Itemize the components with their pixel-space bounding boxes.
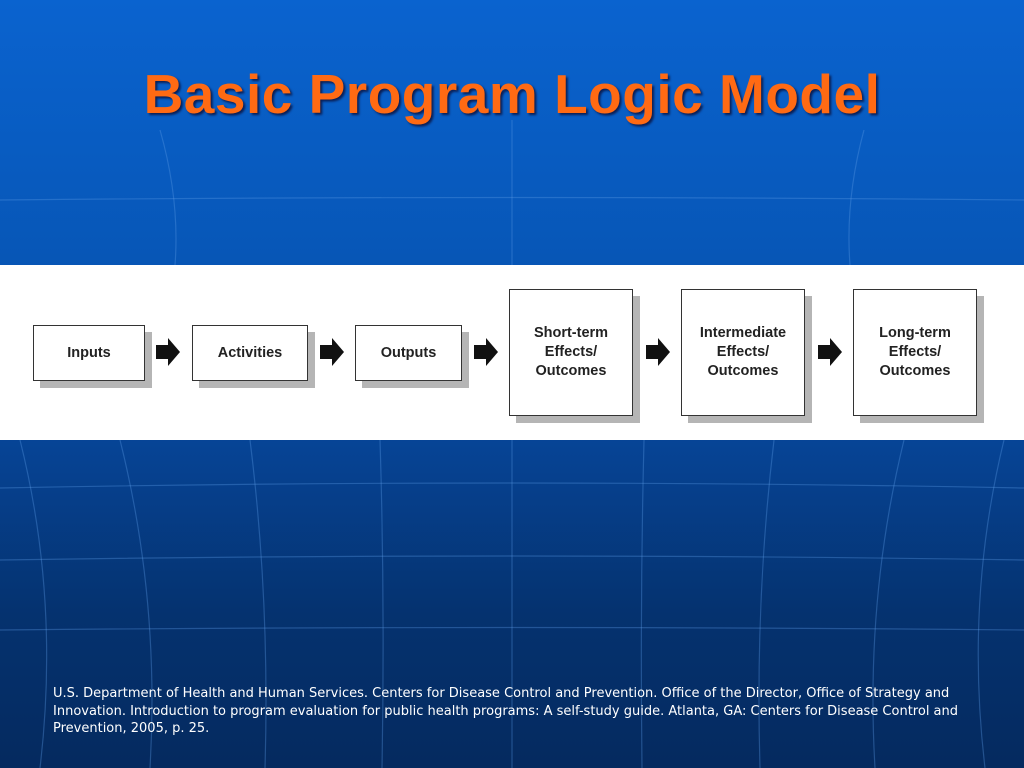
- right-arrow-icon: [818, 338, 842, 366]
- inputs-box: Inputs: [33, 325, 145, 381]
- node-label: Long-term Effects/ Outcomes: [879, 325, 951, 379]
- node-label: Outputs: [380, 344, 437, 361]
- outputs-box: Outputs: [355, 325, 462, 381]
- node-label: Activities: [217, 344, 283, 361]
- long-term-outcomes-box: Long-term Effects/ Outcomes: [853, 289, 977, 416]
- right-arrow-icon: [156, 338, 180, 366]
- node-label: Short-term Effects/ Outcomes: [533, 325, 609, 379]
- node-label: Inputs: [67, 344, 111, 361]
- logic-model-diagram: Inputs Activities Outputs Short-term Eff…: [0, 265, 1024, 440]
- source-citation: U.S. Department of Health and Human Serv…: [53, 686, 959, 736]
- right-arrow-icon: [474, 338, 498, 366]
- right-arrow-icon: [320, 338, 344, 366]
- short-term-outcomes-box: Short-term Effects/ Outcomes: [509, 289, 633, 416]
- node-label: Intermediate Effects/ Outcomes: [699, 325, 787, 379]
- right-arrow-icon: [646, 338, 670, 366]
- intermediate-outcomes-box: Intermediate Effects/ Outcomes: [681, 289, 805, 416]
- activities-box: Activities: [192, 325, 308, 381]
- slide-title: Basic Program Logic Model: [143, 63, 881, 125]
